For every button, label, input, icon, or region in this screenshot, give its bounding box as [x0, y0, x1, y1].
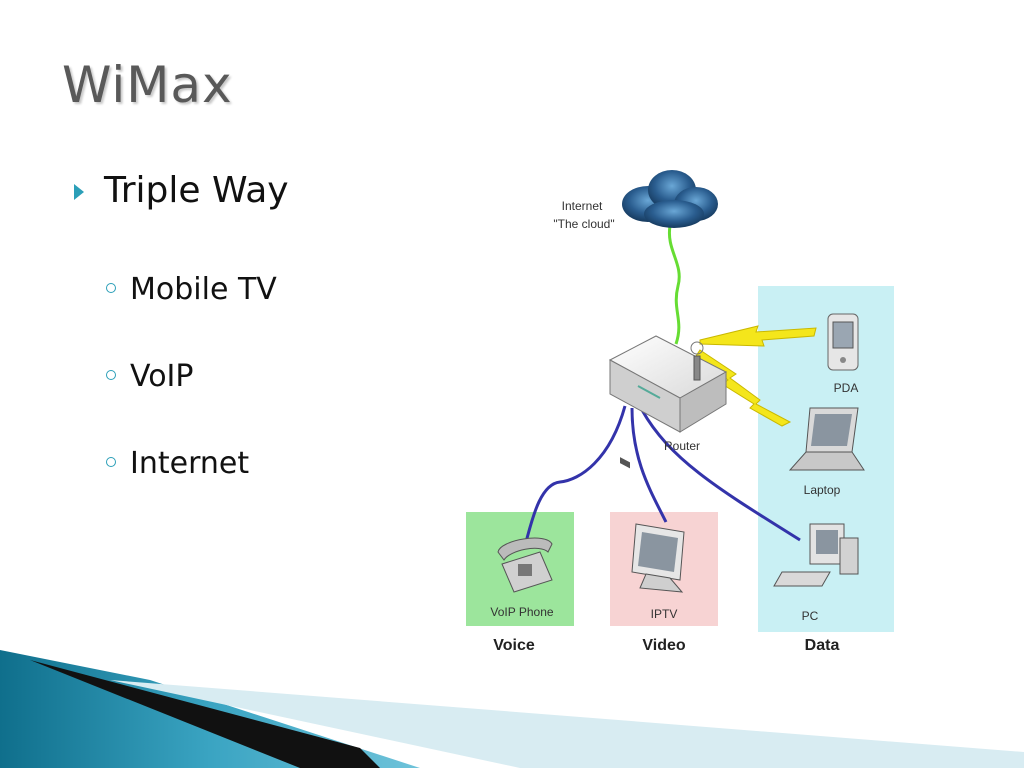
pc-icon: [773, 523, 859, 587]
laptop-label: Laptop: [804, 483, 841, 497]
network-diagram-svg: Internet "The cloud" Router PDA Laptop: [466, 170, 894, 654]
internet-cable: [667, 225, 681, 345]
sub-bullet-label: Internet: [130, 446, 250, 481]
footer-decoration: [0, 640, 1024, 768]
cloud-label-line2: "The cloud": [553, 217, 614, 231]
sub-bullet-label: Mobile TV: [130, 272, 277, 307]
pda-icon: [827, 313, 859, 371]
iptv-label: IPTV: [651, 607, 678, 621]
router-label: Router: [664, 439, 700, 453]
laptop-icon: [788, 407, 865, 471]
internet-cloud-icon: [622, 170, 718, 228]
voip-phone-label: VoIP Phone: [490, 605, 553, 619]
iptv-icon: [631, 523, 685, 593]
bullet-label: Triple Way: [104, 170, 289, 211]
sub-bullet-voip: VoIP: [106, 359, 194, 394]
wireless-bolt-pda: [699, 325, 817, 347]
video-group-label: Video: [642, 637, 686, 654]
ring-bullet-icon: [106, 456, 116, 467]
sub-bullet-mobile-tv: Mobile TV: [106, 272, 277, 307]
voip-phone-icon: [497, 537, 553, 593]
sub-bullet-internet: Internet: [106, 446, 249, 481]
data-group-label: Data: [805, 637, 840, 654]
ring-bullet-icon: [106, 282, 116, 293]
pc-label: PC: [802, 609, 819, 623]
pda-label: PDA: [834, 381, 859, 395]
voice-group-label: Voice: [493, 637, 535, 654]
arrow-bullet-icon: [74, 184, 84, 200]
slide-title: WiMax: [62, 56, 233, 114]
network-diagram: Internet "The cloud" Router PDA Laptop: [460, 160, 900, 660]
lan-cables: [524, 405, 801, 543]
cloud-label-line1: Internet: [562, 199, 603, 213]
ring-bullet-icon: [106, 369, 116, 380]
router-icon: [608, 335, 728, 469]
sub-bullet-label: VoIP: [130, 359, 194, 394]
bullet-triple-way: Triple Way: [74, 170, 289, 211]
